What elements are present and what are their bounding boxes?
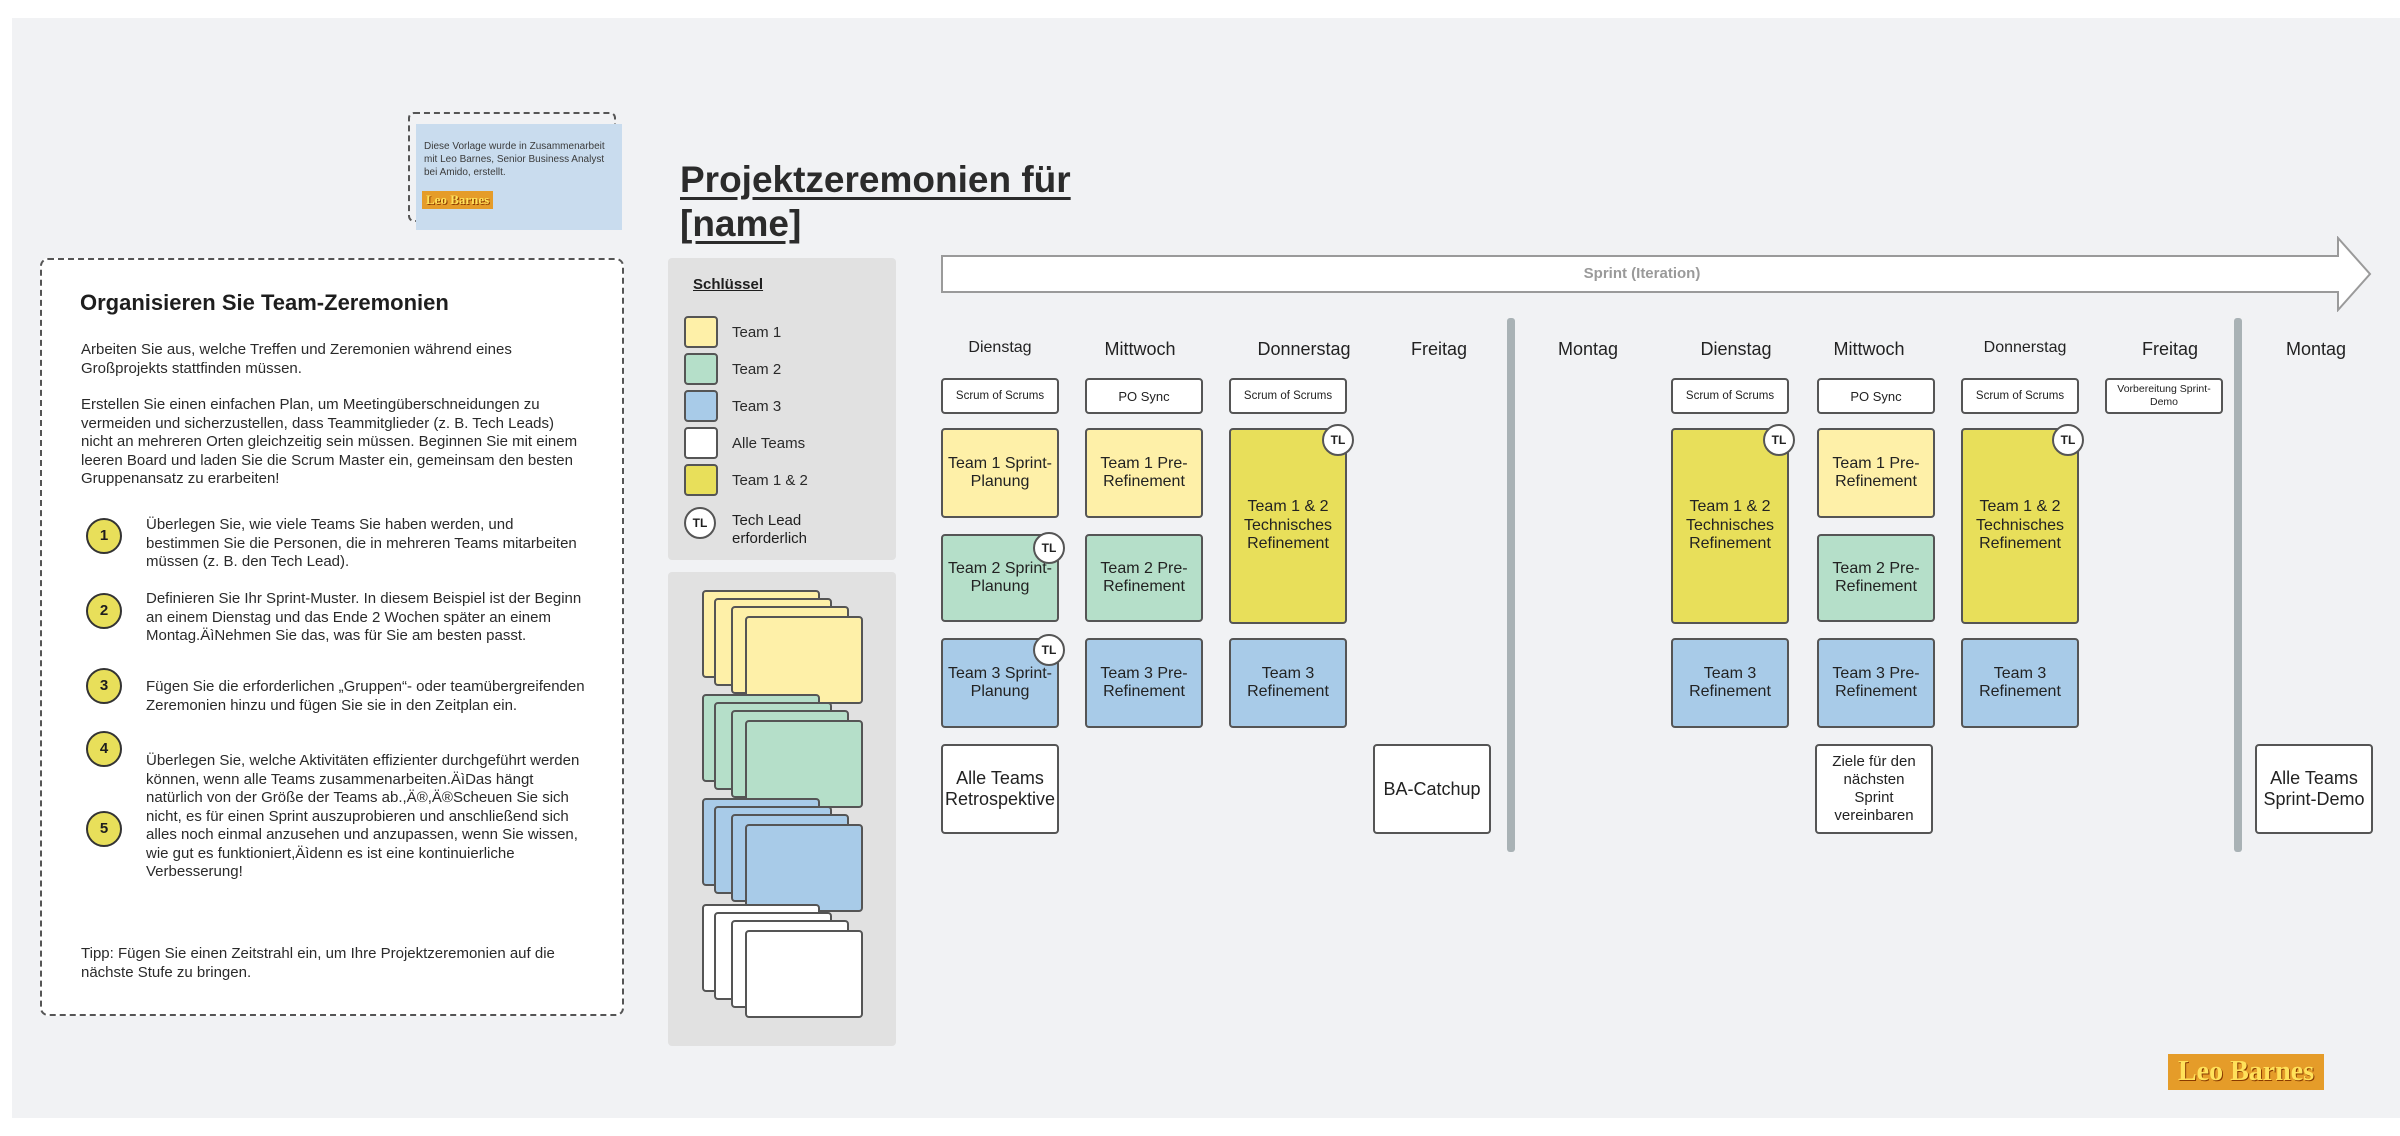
day-header-freitag-1: Freitag [1410,339,1468,359]
day-header-montag-2: Montag [2285,339,2347,359]
instructions-title: Organisieren Sie Team-Zeremonien [80,290,449,315]
stack-card-team-1[interactable] [745,616,863,704]
card-ba-catchup[interactable]: BA-Catchup [1373,744,1491,834]
card-team-2-pre-refinement[interactable]: Team 2 Pre-Refinement [1817,534,1935,622]
card-team-3-refinement[interactable]: Team 3 Refinement [1229,638,1347,728]
instructions-intro-2: Erstellen Sie einen einfachen Plan, um M… [81,396,578,487]
step-text-1: Überlegen Sie, wie viele Teams Sie haben… [146,516,577,570]
card-scrum-of-scrums[interactable]: Scrum of Scrums [941,378,1059,414]
key-swatch-team-3 [684,390,718,422]
stack-card-all-teams[interactable] [745,930,863,1018]
page-title: Projektzeremonien für [name] [680,159,1071,244]
step-number-1: 1 [86,518,122,554]
tech-lead-badge: TL [1033,532,1065,564]
card-team-1-2-technisches-refinement[interactable]: Team 1 & 2 Technisches Refinement [1961,428,2079,624]
step-number-5: 5 [86,811,122,847]
card-po-sync[interactable]: PO Sync [1817,378,1935,414]
card-team-3-refinement[interactable]: Team 3 Refinement [1961,638,2079,728]
key-swatch-team-1 [684,316,718,348]
instructions-panel [40,258,624,1016]
step-number-2: 2 [86,593,122,629]
step-number-4: 4 [86,731,122,767]
stack-card-team-2[interactable] [745,720,863,808]
sprint-label: Sprint (Iteration) [1583,265,1701,282]
day-header-dienstag-1: Dienstag [968,339,1032,356]
step-number-3: 3 [86,668,122,704]
sprint-arrow [941,236,2372,312]
card-scrum-of-scrums[interactable]: Scrum of Scrums [1229,378,1347,414]
tech-lead-badge: TL [1033,634,1065,666]
card-alle-teams-retrospektive[interactable]: Alle Teams Retrospektive [941,744,1059,834]
instructions-intro-1: Arbeiten Sie aus, welche Treffen und Zer… [81,341,512,377]
step-text-3: Fügen Sie die erforderlichen „Gruppen“- … [146,678,585,714]
card-team-1-pre-refinement[interactable]: Team 1 Pre-Refinement [1817,428,1935,518]
step-text-4: Überlegen Sie, welche Aktivitäten effizi… [146,752,580,880]
card-team-1-2-technisches-refinement[interactable]: Team 1 & 2 Technisches Refinement [1671,428,1789,624]
tech-lead-badge: TL [1322,424,1354,456]
day-header-freitag-2: Freitag [2141,339,2199,359]
week-separator [2234,318,2242,852]
credit-text: Diese Vorlage wurde in Zusammenarbeit mi… [424,141,605,178]
key-label-team-2: Team 2 [732,361,782,378]
key-title: Schlüssel [693,276,764,293]
week-separator [1507,318,1515,852]
day-header-mittwoch-1: Mittwoch [1104,339,1176,359]
brand-logo: Leo Barnes [2168,1054,2325,1090]
card-team-3-refinement[interactable]: Team 3 Refinement [1671,638,1789,728]
key-tech-lead-badge: TL [684,507,716,539]
key-swatch-all-teams [684,427,718,459]
key-swatch-team-2 [684,353,718,385]
card-alle-teams-sprint-demo[interactable]: Alle Teams Sprint-Demo [2255,744,2373,834]
tech-lead-badge: TL [2052,424,2084,456]
card-scrum-of-scrums[interactable]: Scrum of Scrums [1671,378,1789,414]
day-header-mittwoch-2: Mittwoch [1833,339,1905,359]
credit-logo: Leo Barnes [422,191,494,209]
card-team-3-pre-refinement[interactable]: Team 3 Pre-Refinement [1817,638,1935,728]
card-scrum-of-scrums[interactable]: Scrum of Scrums [1961,378,2079,414]
day-header-donnerstag-1: Donnerstag [1257,339,1351,359]
tech-lead-badge: TL [1763,424,1795,456]
card-team-3-pre-refinement[interactable]: Team 3 Pre-Refinement [1085,638,1203,728]
day-header-montag-1: Montag [1557,339,1619,359]
credit-note: Diese Vorlage wurde in Zusammenarbeit mi… [416,124,622,230]
key-label-team-1: Team 1 [732,324,782,341]
step-text-2: Definieren Sie Ihr Sprint-Muster. In die… [146,590,582,644]
card-vorbereitung-sprint-demo[interactable]: Vorbereitung Sprint-Demo [2105,378,2223,414]
card-team-1-pre-refinement[interactable]: Team 1 Pre-Refinement [1085,428,1203,518]
day-header-donnerstag-2: Donnerstag [1983,339,2067,356]
card-po-sync[interactable]: PO Sync [1085,378,1203,414]
stack-card-team-3[interactable] [745,824,863,912]
card-ziele-naechster-sprint[interactable]: Ziele für den nächsten Sprint vereinbare… [1815,744,1933,834]
key-label-team-3: Team 3 [732,398,782,415]
instructions-tip: Tipp: Fügen Sie einen Zeitstrahl ein, um… [81,945,555,981]
card-team-1-sprint-planung[interactable]: Team 1 Sprint-Planung [941,428,1059,518]
day-header-dienstag-2: Dienstag [1700,339,1772,359]
key-label-team-1-2: Team 1 & 2 [732,472,808,489]
key-swatch-team-1-2 [684,464,718,496]
card-team-1-2-technisches-refinement[interactable]: Team 1 & 2 Technisches Refinement [1229,428,1347,624]
key-tech-lead-label: Tech Lead erforderlich [732,512,808,547]
card-team-2-pre-refinement[interactable]: Team 2 Pre-Refinement [1085,534,1203,622]
key-label-all-teams: Alle Teams [732,435,806,452]
